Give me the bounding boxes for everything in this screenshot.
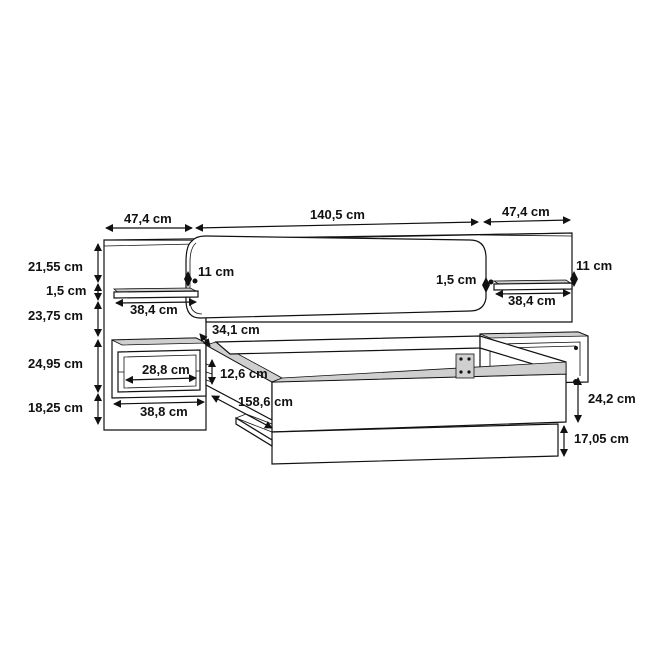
dim-shelf-width-right: 47,4 cm xyxy=(502,204,550,219)
dim-shelf-depth-right: 11 cm xyxy=(576,258,612,273)
right-shelf xyxy=(488,279,574,291)
dimension-lines xyxy=(94,216,582,457)
dim-shelf-gap-height: 23,75 cm xyxy=(28,308,83,323)
dim-shelf-depth-left: 11 cm xyxy=(198,264,234,279)
dim-headboard-center-width: 140,5 cm xyxy=(310,207,365,222)
left-shelf xyxy=(112,278,199,299)
dim-shelf-thickness-right: 1,5 cm xyxy=(436,272,476,287)
dim-bed-length: 158,6 cm xyxy=(238,394,293,409)
dim-shelf-width-left: 47,4 cm xyxy=(124,211,172,226)
dim-shelf-inner-width-left: 38,4 cm xyxy=(130,302,178,317)
headboard-cushion xyxy=(185,235,487,319)
dim-bed-clearance: 17,05 cm xyxy=(574,431,629,446)
dim-nightstand-height: 24,95 cm xyxy=(28,356,83,371)
dim-shelf-inner-width-right: 38,4 cm xyxy=(508,293,556,308)
dim-drawer-height: 12,6 cm xyxy=(220,366,268,381)
dim-shelf-thickness-left: 1,5 cm xyxy=(46,283,86,298)
dim-drawer-inner-width: 28,8 cm xyxy=(142,362,190,377)
dim-nightstand-width: 38,8 cm xyxy=(140,404,188,419)
dim-upper-panel-height: 21,55 cm xyxy=(28,259,83,274)
dim-nightstand-depth: 34,1 cm xyxy=(212,322,260,337)
dim-bed-frame-height: 24,2 cm xyxy=(588,391,636,406)
dim-floor-gap-height: 18,25 cm xyxy=(28,400,83,415)
